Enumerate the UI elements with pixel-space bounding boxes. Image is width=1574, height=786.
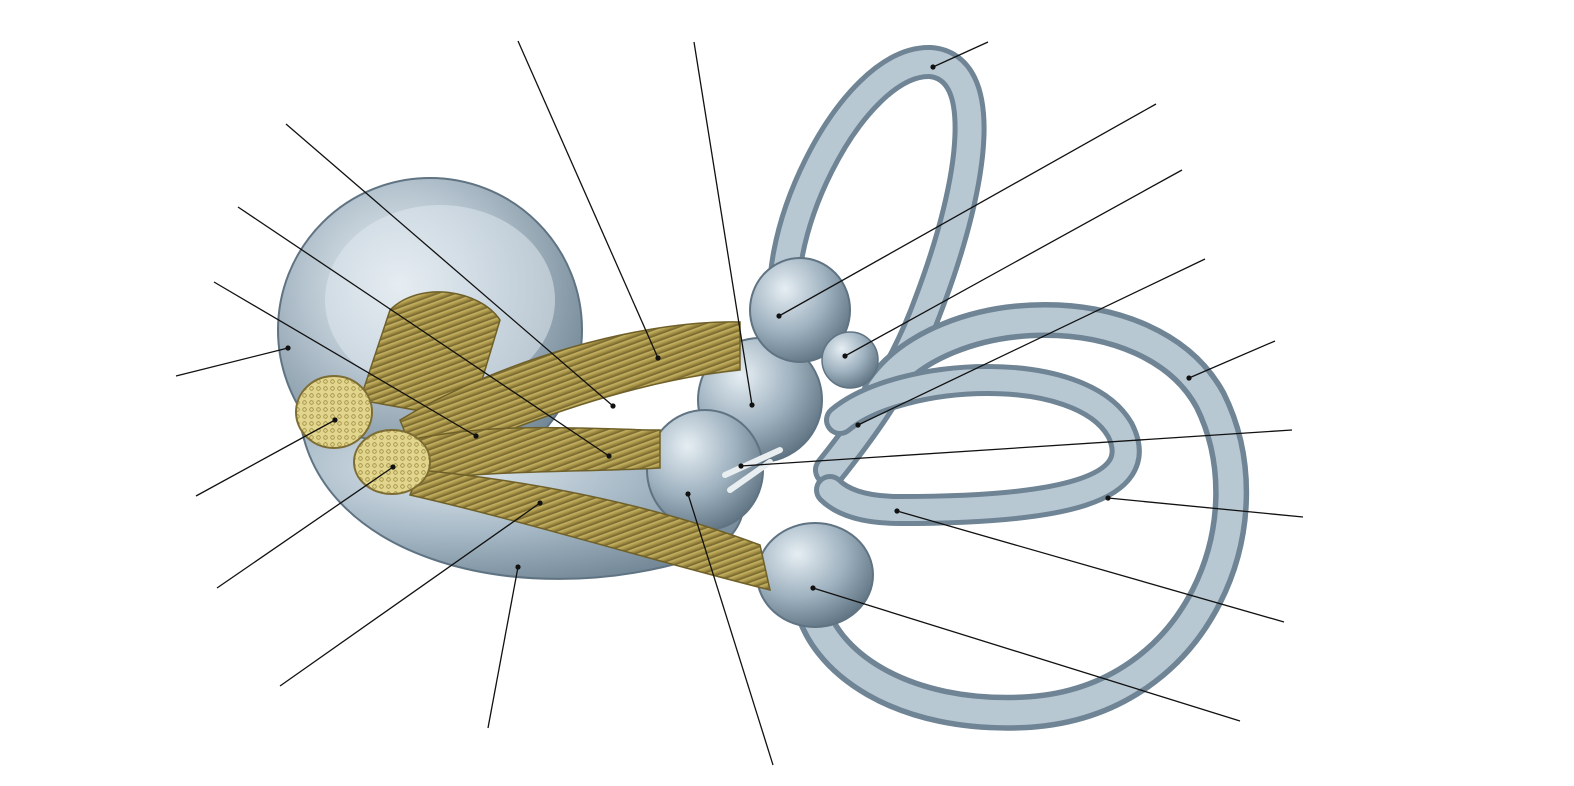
leader-dot <box>332 417 338 423</box>
leader-dot <box>390 464 396 470</box>
leader-dot <box>473 433 479 439</box>
leader-dot <box>685 491 691 497</box>
leader-dot <box>842 353 848 359</box>
leader-dot <box>655 355 661 361</box>
leader-line-8 <box>285 123 614 407</box>
leader-line-13 <box>844 169 1183 357</box>
nerve-bundles <box>295 291 771 592</box>
leader-line-4 <box>279 502 541 687</box>
leader-dot <box>610 403 616 409</box>
leader-line-1 <box>175 347 289 377</box>
leader-line-19 <box>812 587 1241 722</box>
leader-line-14 <box>857 258 1206 426</box>
leader-line-10 <box>693 41 753 406</box>
leader-dot <box>930 64 936 70</box>
semicircular-canals <box>767 44 1250 731</box>
leader-dot <box>855 422 861 428</box>
leader-line-2 <box>195 419 336 497</box>
leader-dot <box>894 508 900 514</box>
leader-dot <box>749 402 755 408</box>
leader-line-9 <box>517 40 659 359</box>
leader-line-16 <box>740 429 1293 467</box>
leader-dot <box>810 585 816 591</box>
leader-dot <box>537 500 543 506</box>
leader-line-15 <box>1188 340 1276 379</box>
leader-dot <box>285 345 291 351</box>
leader-line-7 <box>237 206 610 457</box>
leader-line-17 <box>1107 497 1304 518</box>
leader-dot <box>606 453 612 459</box>
leader-line-18 <box>896 510 1285 623</box>
leader-dot <box>738 463 744 469</box>
leader-dot <box>515 564 521 570</box>
leader-dot <box>1105 495 1111 501</box>
leader-line-11 <box>932 41 989 68</box>
leader-dot <box>776 313 782 319</box>
leader-line-20 <box>687 493 774 766</box>
leader-lines <box>175 40 1304 766</box>
leader-line-12 <box>778 103 1157 317</box>
leader-end-dots <box>285 64 1192 591</box>
leader-line-3 <box>216 466 394 589</box>
leader-line-6 <box>213 281 477 437</box>
leader-dot <box>1186 375 1192 381</box>
leader-line-5 <box>487 566 519 729</box>
